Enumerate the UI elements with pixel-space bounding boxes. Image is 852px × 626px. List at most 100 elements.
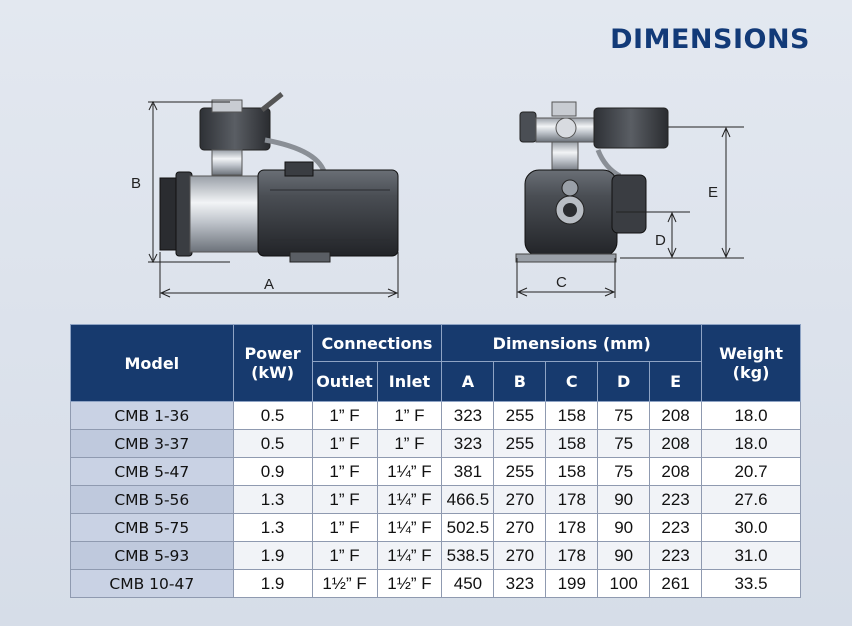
cell-e: 208 — [649, 429, 703, 458]
cell-b: 255 — [493, 401, 547, 430]
cell-power: 0.9 — [232, 457, 313, 486]
label-d: D — [655, 232, 666, 249]
cell-model: CMB 5-47 — [70, 457, 234, 486]
cell-e: 223 — [649, 541, 703, 570]
header-inlet: Inlet — [376, 361, 443, 402]
dimensions-table: Model Power (kW) Connections Dimensions … — [70, 324, 801, 598]
cell-b: 270 — [493, 513, 547, 542]
header-dimensions: Dimensions (mm) — [441, 324, 703, 362]
pump-dimension-diagram: B A C E — [131, 92, 744, 298]
cell-inlet: 1¼” F — [376, 485, 443, 514]
cell-outlet: 1” F — [311, 513, 378, 542]
cell-c: 199 — [545, 569, 599, 598]
cell-a: 323 — [441, 401, 495, 430]
label-e: E — [708, 184, 718, 201]
header-model: Model — [70, 324, 234, 402]
cell-power: 0.5 — [232, 401, 313, 430]
cell-model: CMB 10-47 — [70, 569, 234, 598]
cell-c: 158 — [545, 429, 599, 458]
header-power-label: Power — [244, 344, 301, 363]
cell-b: 323 — [493, 569, 547, 598]
cell-power: 0.5 — [232, 429, 313, 458]
header-outlet: Outlet — [311, 361, 378, 402]
header-d: D — [597, 361, 651, 402]
cell-c: 158 — [545, 457, 599, 486]
cell-b: 255 — [493, 429, 547, 458]
cell-weight: 30.0 — [701, 513, 801, 542]
cell-c: 178 — [545, 513, 599, 542]
cell-e: 208 — [649, 457, 703, 486]
cell-b: 270 — [493, 541, 547, 570]
cell-power: 1.9 — [232, 569, 313, 598]
cell-a: 450 — [441, 569, 495, 598]
cell-weight: 18.0 — [701, 429, 801, 458]
table-row: CMB 3-37 0.5 1” F 1” F 323 255 158 75 20… — [70, 429, 801, 458]
table-row: CMB 5-93 1.9 1” F 1¼” F 538.5 270 178 90… — [70, 541, 801, 570]
cell-outlet: 1” F — [311, 485, 378, 514]
header-b: B — [493, 361, 547, 402]
label-b: B — [131, 175, 141, 192]
cell-weight: 33.5 — [701, 569, 801, 598]
table-row: CMB 1-36 0.5 1” F 1” F 323 255 158 75 20… — [70, 401, 801, 430]
table-row: CMB 10-47 1.9 1½” F 1½” F 450 323 199 10… — [70, 569, 801, 598]
cell-d: 75 — [597, 457, 651, 486]
cell-c: 178 — [545, 485, 599, 514]
cell-model: CMB 5-75 — [70, 513, 234, 542]
cell-d: 75 — [597, 401, 651, 430]
cell-power: 1.3 — [232, 513, 313, 542]
cell-c: 178 — [545, 541, 599, 570]
cell-power: 1.9 — [232, 541, 313, 570]
header-connections: Connections — [311, 324, 443, 362]
cell-inlet: 1¼” F — [376, 541, 443, 570]
cell-outlet: 1” F — [311, 541, 378, 570]
cell-outlet: 1” F — [311, 429, 378, 458]
cell-model: CMB 1-36 — [70, 401, 234, 430]
cell-a: 381 — [441, 457, 495, 486]
cell-outlet: 1½” F — [311, 569, 378, 598]
cell-d: 90 — [597, 513, 651, 542]
header-weight-label: Weight — [719, 344, 783, 363]
header-weight-unit: (kg) — [732, 363, 770, 382]
cell-power: 1.3 — [232, 485, 313, 514]
cell-inlet: 1” F — [376, 401, 443, 430]
cell-d: 75 — [597, 429, 651, 458]
cell-a: 538.5 — [441, 541, 495, 570]
cell-b: 255 — [493, 457, 547, 486]
cell-weight: 27.6 — [701, 485, 801, 514]
header-weight: Weight (kg) — [701, 324, 801, 402]
page-title: DIMENSIONS — [610, 24, 810, 55]
cell-a: 502.5 — [441, 513, 495, 542]
header-c: C — [545, 361, 599, 402]
cell-b: 270 — [493, 485, 547, 514]
header-power-unit: (kW) — [251, 363, 295, 382]
cell-e: 223 — [649, 513, 703, 542]
cell-model: CMB 5-56 — [70, 485, 234, 514]
cell-e: 261 — [649, 569, 703, 598]
dimension-b — [148, 100, 230, 264]
table-row: CMB 5-75 1.3 1” F 1¼” F 502.5 270 178 90… — [70, 513, 801, 542]
cell-weight: 20.7 — [701, 457, 801, 486]
header-e: E — [649, 361, 703, 402]
cell-a: 466.5 — [441, 485, 495, 514]
header-a: A — [441, 361, 495, 402]
cell-d: 100 — [597, 569, 651, 598]
cell-model: CMB 3-37 — [70, 429, 234, 458]
cell-inlet: 1” F — [376, 429, 443, 458]
label-a: A — [264, 276, 274, 293]
cell-weight: 18.0 — [701, 401, 801, 430]
cell-a: 323 — [441, 429, 495, 458]
cell-inlet: 1¼” F — [376, 513, 443, 542]
cell-weight: 31.0 — [701, 541, 801, 570]
dimension-a — [159, 252, 399, 298]
cell-inlet: 1¼” F — [376, 457, 443, 486]
cell-e: 208 — [649, 401, 703, 430]
dimension-d — [616, 211, 690, 259]
cell-outlet: 1” F — [311, 401, 378, 430]
table-row: CMB 5-47 0.9 1” F 1¼” F 381 255 158 75 2… — [70, 457, 801, 486]
cell-inlet: 1½” F — [376, 569, 443, 598]
header-power: Power (kW) — [232, 324, 313, 402]
cell-c: 158 — [545, 401, 599, 430]
pump-front-view — [515, 101, 669, 263]
cell-model: CMB 5-93 — [70, 541, 234, 570]
dimension-c — [516, 258, 616, 298]
